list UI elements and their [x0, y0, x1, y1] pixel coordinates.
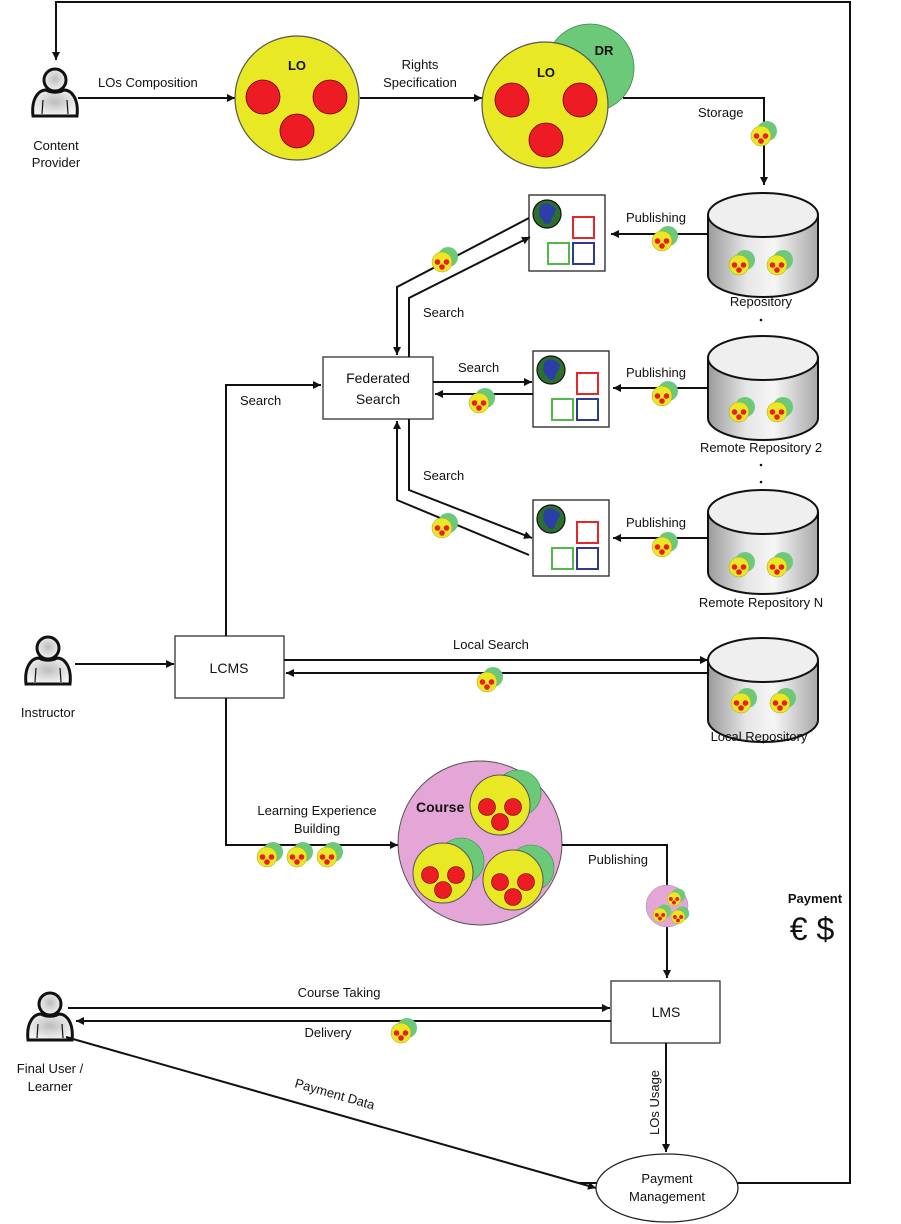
- learner-label: Final User /: [17, 1061, 84, 1076]
- search-label-lcms: Search: [240, 393, 281, 408]
- learning-experience-label: Learning Experience: [257, 803, 376, 818]
- federated-search-node[interactable]: [322, 356, 434, 420]
- learning-object-with-rights: LO DR: [481, 23, 635, 169]
- remote-repository-n-cylinder: [707, 489, 819, 595]
- currency-symbols: € $: [790, 911, 835, 947]
- publishing-label-3: Publishing: [626, 515, 686, 530]
- dr-label: DR: [595, 43, 614, 58]
- course-label: Course: [416, 799, 464, 815]
- publishing-label-1: Publishing: [626, 210, 686, 225]
- storage-edge: [623, 97, 768, 185]
- lms-label: LMS: [652, 1004, 681, 1020]
- search-edge-bottom-result: [393, 421, 530, 556]
- payment-feedback-edge: [52, 1, 851, 1184]
- payment-management-label: Payment: [641, 1171, 693, 1186]
- search-edge-top-request: [408, 236, 531, 357]
- learner-label-2: Learner: [28, 1079, 73, 1094]
- payment-management-label-2: Management: [629, 1189, 705, 1204]
- payment-label: Payment: [788, 891, 843, 906]
- course-taking-label: Course Taking: [298, 985, 381, 1000]
- learning-experience-label-2: Building: [294, 821, 340, 836]
- rights-specification-label: Rights: [402, 57, 439, 72]
- remote-repository-2-label: Remote Repository 2: [700, 440, 822, 455]
- storage-label: Storage: [698, 105, 744, 120]
- course-publishing-label: Publishing: [588, 852, 648, 867]
- lcms-node[interactable]: [174, 635, 285, 699]
- catalog-1-icon: [528, 194, 606, 272]
- federated-search-label-2: Search: [356, 391, 400, 407]
- content-provider-label-2: Provider: [32, 155, 81, 170]
- payment-data-label: Payment Data: [293, 1075, 377, 1112]
- lms-node[interactable]: [610, 980, 721, 1044]
- lo-label-2: LO: [537, 65, 555, 80]
- lcms-search-edge: [225, 381, 321, 636]
- lo-token-icon: [750, 120, 778, 147]
- course-publishing-edge: [562, 844, 671, 978]
- instructor-label: Instructor: [21, 705, 76, 720]
- local-repository-label: Local Repository: [711, 729, 808, 744]
- local-repository-cylinder: [707, 637, 819, 743]
- payment-data-edge: [65, 1036, 597, 1190]
- search-label-top: Search: [423, 305, 464, 320]
- content-provider-icon: [31, 67, 79, 118]
- catalog-2-icon: [532, 350, 610, 428]
- course-object: Course: [397, 760, 563, 926]
- repository-cylinder: [707, 192, 819, 298]
- lcms-label: LCMS: [210, 660, 249, 676]
- local-search-label: Local Search: [453, 637, 529, 652]
- lo-token-icon: [431, 246, 459, 273]
- search-label-mid: Search: [458, 360, 499, 375]
- learning-object-large: LO: [234, 35, 360, 161]
- remote-repository-n-label: Remote Repository N: [699, 595, 823, 610]
- payment-management-node[interactable]: [595, 1153, 739, 1223]
- lo-token-icon: [476, 666, 504, 693]
- lo-token-icon: [651, 380, 679, 407]
- publishing-label-2: Publishing: [626, 365, 686, 380]
- federated-search-label: Federated: [346, 370, 410, 386]
- lo-token-icon: [651, 531, 679, 558]
- lo-label: LO: [288, 58, 306, 73]
- content-provider-label: Content: [33, 138, 79, 153]
- instructor-icon: [24, 635, 72, 686]
- rights-specification-label-2: Specification: [383, 75, 457, 90]
- catalog-3-icon: [532, 499, 610, 577]
- remote-repository-2-cylinder: [707, 335, 819, 441]
- search-edge-bottom-request: [408, 419, 533, 539]
- course-token-icon: [645, 884, 690, 928]
- los-composition-label: LOs Composition: [98, 75, 198, 90]
- delivery-label: Delivery: [305, 1025, 352, 1040]
- lo-token-icon: [468, 387, 496, 414]
- search-edge-top-result: [393, 217, 530, 355]
- lo-token-icon: [651, 225, 679, 252]
- los-usage-label: LOs Usage: [647, 1070, 662, 1135]
- search-label-bottom: Search: [423, 468, 464, 483]
- learning-experience-edge: [225, 698, 398, 849]
- learner-icon: [26, 991, 74, 1042]
- repository-label: Repository: [730, 294, 793, 309]
